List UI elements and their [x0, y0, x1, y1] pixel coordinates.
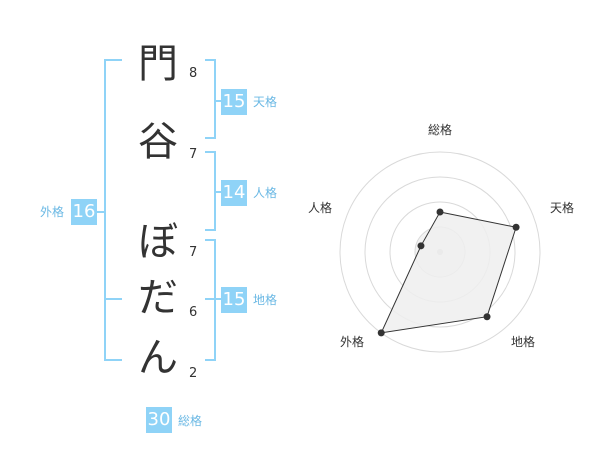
name-char-1: 門 [138, 41, 178, 87]
radar-point-4 [377, 329, 385, 337]
radar-value-polygon [380, 211, 517, 334]
name-char-4: だ [138, 275, 178, 321]
tenkaku-bracket [205, 59, 216, 139]
soukaku-badge: 30 [146, 407, 172, 433]
radar-axis-label-tenkaku: 天格 [550, 201, 575, 215]
tenkaku-label: 天格 [253, 95, 278, 109]
radar-point-5 [417, 242, 425, 250]
name-char-3: ぼ [138, 219, 178, 265]
radar-axis-label-chikaku: 地格 [511, 335, 536, 349]
stroke-count-5: 2 [189, 366, 198, 381]
chikaku-badge: 15 [221, 287, 247, 313]
stroke-count-4: 6 [189, 305, 198, 320]
stroke-count-2: 7 [189, 147, 198, 162]
stroke-count-1: 8 [189, 66, 198, 81]
gaikaku-badge: 16 [71, 199, 97, 225]
radar-axis-label-soukaku: 総格 [428, 123, 453, 137]
radar-point-1 [436, 208, 444, 216]
jinkaku-label: 人格 [253, 186, 278, 200]
radar-axis-label-gaikaku: 外格 [340, 335, 365, 349]
radar-point-3 [483, 313, 491, 321]
gaikaku-label: 外格 [40, 205, 65, 219]
radar-point-2 [512, 223, 520, 231]
gaikaku-bracket [104, 59, 122, 361]
radar-ring-4 [339, 151, 541, 353]
chikaku-label: 地格 [253, 293, 278, 307]
soukaku-label: 総格 [178, 414, 203, 428]
radar-ring-3 [364, 176, 516, 328]
name-char-2: 谷 [138, 119, 178, 165]
tenkaku-badge: 15 [221, 89, 247, 115]
name-char-5: ん [138, 335, 178, 381]
jinkaku-badge: 14 [221, 180, 247, 206]
stroke-count-3: 7 [189, 245, 198, 260]
radar-axis-label-jinkaku: 人格 [308, 201, 333, 215]
